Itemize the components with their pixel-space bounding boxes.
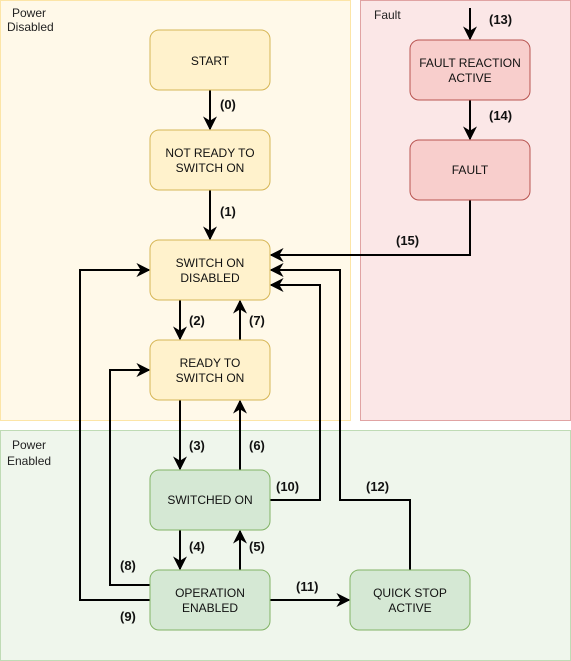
edge-label-3: (3) [189,438,205,453]
region-power-enabled-label-line2: Enabled [7,454,51,468]
edge-label-11: (11) [296,579,318,594]
state-fault-reaction-label-line2: ACTIVE [448,71,491,85]
state-ready-label-line2: SWITCH ON [176,371,245,385]
state-quick-stop-label-line2: ACTIVE [388,601,431,615]
state-switched-on-label: SWITCHED ON [167,493,252,507]
edge-label-14: (14) [489,108,512,123]
state-not-ready-to-switch-on[interactable]: NOT READY TO SWITCH ON [149,129,271,191]
state-switch-on-disabled[interactable]: SWITCH ON DISABLED [149,239,271,301]
region-power-disabled-label-line1: Power [12,6,46,20]
state-not-ready-label-line2: SWITCH ON [176,161,245,175]
edge-label-6: (6) [249,438,265,453]
state-switch-on-disabled-label-line2: DISABLED [180,271,240,285]
state-switched-on[interactable]: SWITCHED ON [149,469,271,531]
edge-15 [269,200,471,262]
region-power-enabled [0,430,571,661]
edge-label-0: (0) [220,97,236,112]
state-switch-on-disabled-label-line1: SWITCH ON [176,256,245,270]
state-quick-stop-active[interactable]: QUICK STOP ACTIVE [349,569,471,631]
edge-label-8: (8) [120,558,136,573]
edge-9 [79,263,151,601]
state-quick-stop-label-line1: QUICK STOP [373,586,447,600]
state-fault-label: FAULT [452,163,489,177]
state-not-ready-label-line1: NOT READY TO [165,146,254,160]
edge-10 [269,278,321,501]
state-start-label: START [191,54,230,68]
state-fault[interactable]: FAULT [409,139,531,201]
region-power-disabled-label-line2: Disabled [7,20,54,34]
state-fault-reaction-active[interactable]: FAULT REACTION ACTIVE [409,39,531,101]
state-operation-enabled[interactable]: OPERATION ENABLED [149,569,271,631]
edge-label-2: (2) [189,313,205,328]
edge-label-4: (4) [189,539,205,554]
region-power-enabled-label-line1: Power [12,438,46,452]
edge-label-13: (13) [489,12,512,27]
region-fault-label: Fault [374,8,401,22]
state-fault-reaction-label-line1: FAULT REACTION [419,56,521,70]
edge-8 [109,363,151,586]
edge-label-9: (9) [120,609,136,624]
edge-label-1: (1) [220,204,236,219]
edge-label-15: (15) [396,233,419,248]
state-operation-enabled-label-line2: ENABLED [182,601,238,615]
edge-label-10: (10) [276,479,299,494]
state-operation-enabled-label-line1: OPERATION [175,586,245,600]
edge-label-12: (12) [366,479,389,494]
edge-label-5: (5) [249,539,265,554]
state-ready-to-switch-on[interactable]: READY TO SWITCH ON [149,339,271,401]
edge-12 [269,263,411,570]
state-ready-label-line1: READY TO [180,356,241,370]
state-start[interactable]: START [149,29,271,91]
edge-label-7: (7) [249,313,265,328]
